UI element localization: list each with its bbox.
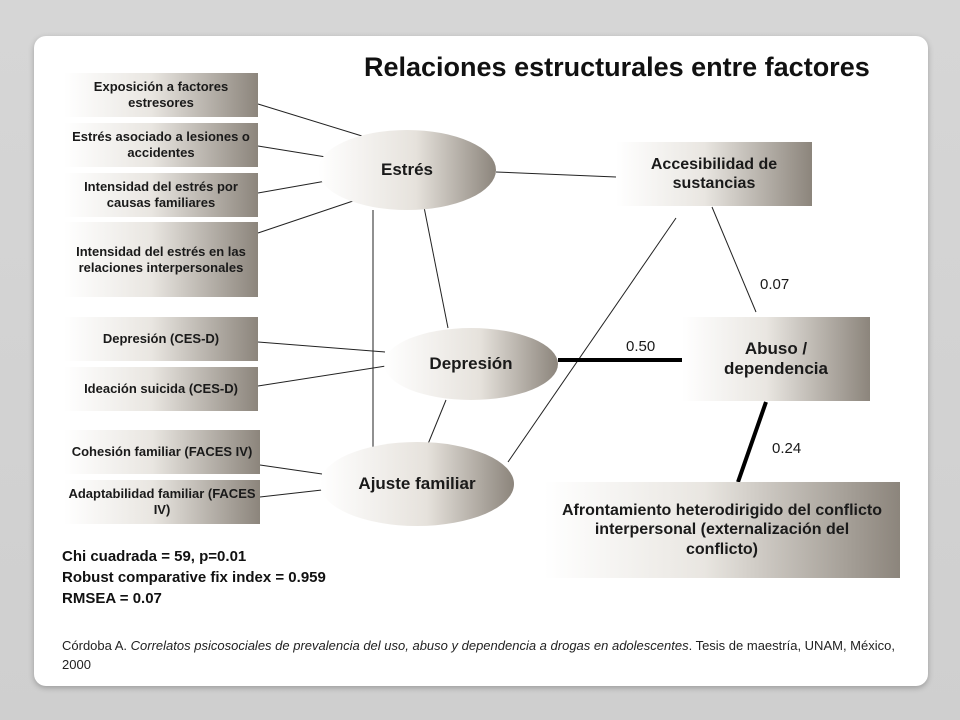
indicator-cohesion: Cohesión familiar (FACES IV) bbox=[64, 430, 260, 474]
link-exposicion-estres bbox=[257, 103, 363, 137]
link-cesd-depresion bbox=[257, 341, 386, 353]
link-accesibilidad-abuso bbox=[711, 206, 757, 313]
fit-statistics: Chi cuadrada = 59, p=0.01 Robust compara… bbox=[62, 546, 326, 609]
citation-author: Córdoba A. bbox=[62, 638, 131, 653]
citation-rest: . Tesis de maestría, UNAM, México, 2000 bbox=[62, 638, 895, 672]
indicator-lesiones: Estrés asociado a lesiones o accidentes bbox=[64, 123, 258, 167]
coef-accesibilidad-abuso: 0.07 bbox=[760, 276, 790, 293]
indicator-exposicion: Exposición a factores estresores bbox=[64, 73, 258, 117]
fit-cfi: Robust comparative fix index = 0.959 bbox=[62, 569, 326, 586]
link-ajuste-accesibilidad bbox=[507, 217, 677, 463]
link-familiares-estres bbox=[257, 180, 327, 194]
coef-depresion-abuso: 0.50 bbox=[626, 338, 656, 355]
link-estres-accesibilidad bbox=[495, 171, 617, 178]
fit-chi: Chi cuadrada = 59, p=0.01 bbox=[62, 548, 247, 565]
latent-depresion: Depresión bbox=[384, 328, 558, 400]
indicator-adaptabilidad: Adaptabilidad familiar (FACES IV) bbox=[64, 480, 260, 524]
latent-estres: Estrés bbox=[318, 130, 496, 210]
link-estres-depresion bbox=[423, 206, 449, 329]
link-ideacion-depresion bbox=[257, 365, 387, 387]
fit-rmsea: RMSEA = 0.07 bbox=[62, 590, 162, 607]
citation-work: Correlatos psicosociales de prevalencia … bbox=[130, 638, 689, 653]
link-abuso-afrontamiento bbox=[736, 401, 768, 483]
indicator-cesd: Depresión (CES-D) bbox=[64, 317, 258, 361]
indicator-interpersonales: Intensidad del estrés en las relaciones … bbox=[64, 222, 258, 297]
outcome-accesibilidad: Accesibilidad de sustancias bbox=[616, 142, 812, 206]
link-cohesion-ajuste bbox=[259, 464, 323, 475]
indicator-ideacion: Ideación suicida (CES-D) bbox=[64, 367, 258, 411]
citation: Córdoba A. Correlatos psicosociales de p… bbox=[62, 636, 912, 674]
latent-ajuste: Ajuste familiar bbox=[320, 442, 514, 526]
link-lesiones-estres bbox=[257, 145, 327, 158]
outcome-abuso: Abuso / dependencia bbox=[682, 317, 870, 401]
link-depresion-ajuste bbox=[427, 399, 447, 445]
coef-abuso-afrontamiento: 0.24 bbox=[772, 440, 802, 457]
link-adaptabilidad-ajuste bbox=[259, 489, 323, 498]
outcome-afrontamiento: Afrontamiento heterodirigido del conflic… bbox=[544, 482, 900, 578]
link-interpersonales-estres bbox=[257, 199, 357, 234]
page-title: Relaciones estructurales entre factores bbox=[364, 52, 870, 82]
indicator-familiares: Intensidad del estrés por causas familia… bbox=[64, 173, 258, 217]
